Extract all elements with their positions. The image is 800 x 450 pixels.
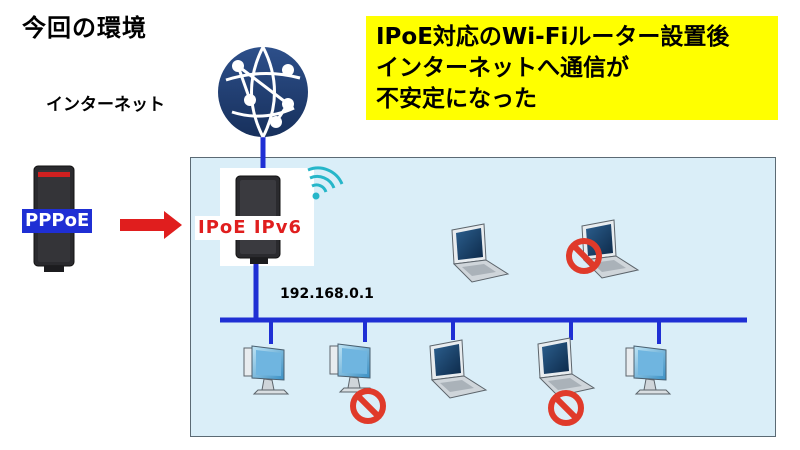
laptop-pc <box>429 339 487 399</box>
problem-callout: IPoE対応のWi-Fiルーター設置後 インターネットへ通信が 不安定になった <box>366 16 778 120</box>
callout-line: IPoE対応のWi-Fiルーター設置後 <box>376 24 730 50</box>
wifi-icon <box>307 166 344 200</box>
ipoe-ipv6-label: IPoE IPv6 <box>195 216 305 240</box>
router-ip-label: 192.168.0.1 <box>280 286 374 302</box>
blocked-icon <box>353 391 383 421</box>
desktop-pc <box>243 345 289 395</box>
laptop-pc <box>451 223 509 283</box>
internet-label: インターネット <box>46 95 165 115</box>
callout-line: 不安定になった <box>376 86 537 112</box>
pppoe-label: PPPoE <box>22 209 93 233</box>
replacement-arrow <box>120 211 182 239</box>
laptop-pc <box>537 337 595 397</box>
drop-cables <box>269 320 661 344</box>
desktop-pc <box>329 343 375 393</box>
globe-network-icon <box>218 46 308 138</box>
callout-line: インターネットへ通信が <box>376 55 629 81</box>
blocked-icon <box>551 393 581 423</box>
page-title: 今回の環境 <box>22 14 147 42</box>
desktop-pc <box>625 345 671 395</box>
